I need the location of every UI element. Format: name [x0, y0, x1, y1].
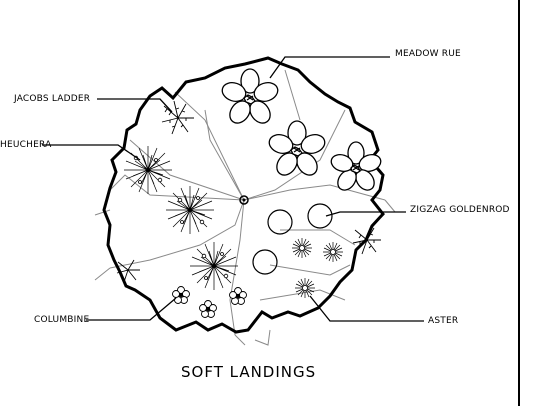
leader-columbine: [86, 297, 177, 321]
path-linework: [94, 69, 396, 346]
leader-zigzag-goldenrod: [325, 211, 406, 217]
label-columbine: COLUMBINE: [34, 315, 90, 325]
leader-aster: [309, 295, 424, 322]
leader-jacobs-ladder: [97, 98, 173, 113]
label-jacobs-ladder: JACOBS LADDER: [14, 94, 91, 104]
plan-title: SOFT LANDINGS: [181, 363, 317, 381]
frame-border: [518, 0, 520, 406]
leader-heuchera: [42, 144, 141, 161]
zigzag-goldenrod-icon: [252, 203, 333, 275]
label-meadow-rue: MEADOW RUE: [395, 49, 461, 59]
center-marker: [239, 195, 249, 205]
jacobs-ladder-icon: [116, 100, 381, 283]
heuchera-icon: [124, 146, 238, 290]
bed-outline: [102, 56, 385, 334]
aster-icon: [292, 238, 343, 298]
meadow-rue-icon: [221, 68, 382, 191]
columbine-icon: [172, 286, 247, 318]
label-heuchera: HEUCHERA: [0, 140, 52, 150]
label-aster: ASTER: [428, 316, 459, 326]
leader-lines: [42, 56, 424, 322]
label-zigzag-goldenrod: ZIGZAG GOLDENROD: [410, 205, 510, 215]
leader-meadow-rue: [269, 56, 390, 79]
